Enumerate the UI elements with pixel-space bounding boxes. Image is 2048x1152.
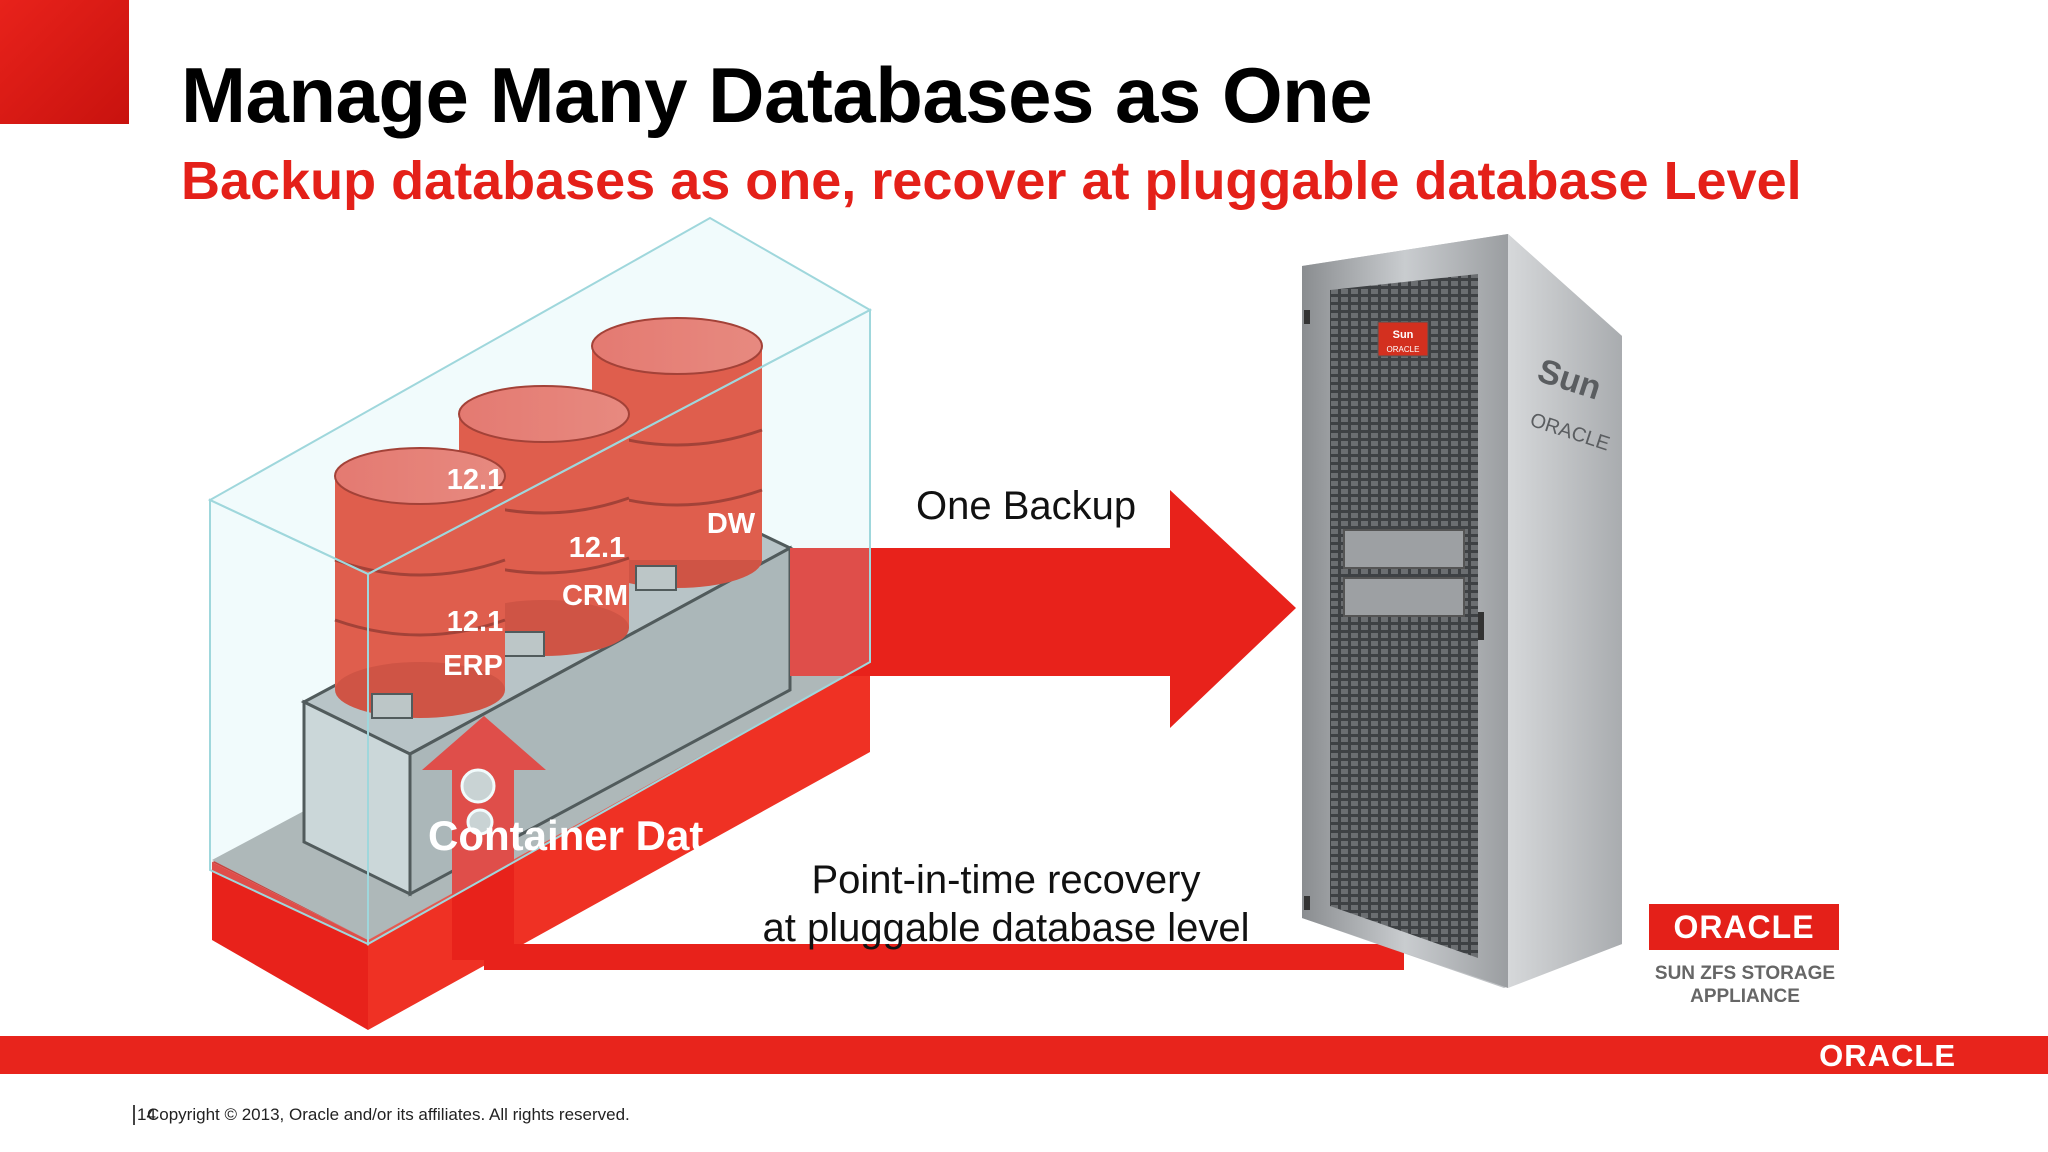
container-db-label: Container Dat [428, 812, 704, 859]
footer-oracle-logo: ORACLE [1819, 1038, 1956, 1073]
recovery-line-2: at pluggable database level [762, 906, 1250, 950]
db-crm-name: CRM [561, 580, 629, 612]
page-title: Manage Many Databases as One [181, 51, 1373, 139]
appliance-label: SUN ZFS STORAGE APPLIANCE [1640, 962, 1850, 1008]
glass-enclosure [207, 216, 873, 946]
appliance-line-2: APPLIANCE [1690, 986, 1800, 1007]
db-dw-version: 12.1 [446, 464, 504, 496]
database-cylinder-erp [334, 447, 506, 719]
db-erp-name: ERP [443, 650, 503, 682]
recovery-up-arrow [422, 716, 546, 960]
page-subtitle: Backup databases as one, recover at plug… [181, 151, 1802, 211]
recovery-return-line [484, 944, 1404, 970]
footer-band [0, 1036, 2048, 1074]
backup-arrow [790, 490, 1296, 728]
recovery-line-1: Point-in-time recovery [811, 858, 1201, 902]
rack-front-sub: ORACLE [1387, 345, 1420, 354]
page-number: 14 [133, 1105, 156, 1125]
corner-accent [0, 0, 129, 124]
appliance-line-1: SUN ZFS STORAGE [1654, 963, 1836, 984]
one-backup-label: One Backup [916, 484, 1137, 528]
db-crm-version: 12.1 [568, 532, 626, 564]
oracle-badge-logo: ORACLE [1649, 904, 1839, 950]
db-dw-name: DW [706, 508, 756, 540]
rack-front-brand: Sun [1393, 329, 1414, 341]
recovery-label: Point-in-time recovery at pluggable data… [740, 856, 1272, 952]
db-erp-version: 12.1 [446, 606, 504, 638]
copyright-text: Copyright © 2013, Oracle and/or its affi… [147, 1105, 630, 1124]
storage-rack: Sun ORACLE Sun ORACLE [1302, 234, 1622, 988]
